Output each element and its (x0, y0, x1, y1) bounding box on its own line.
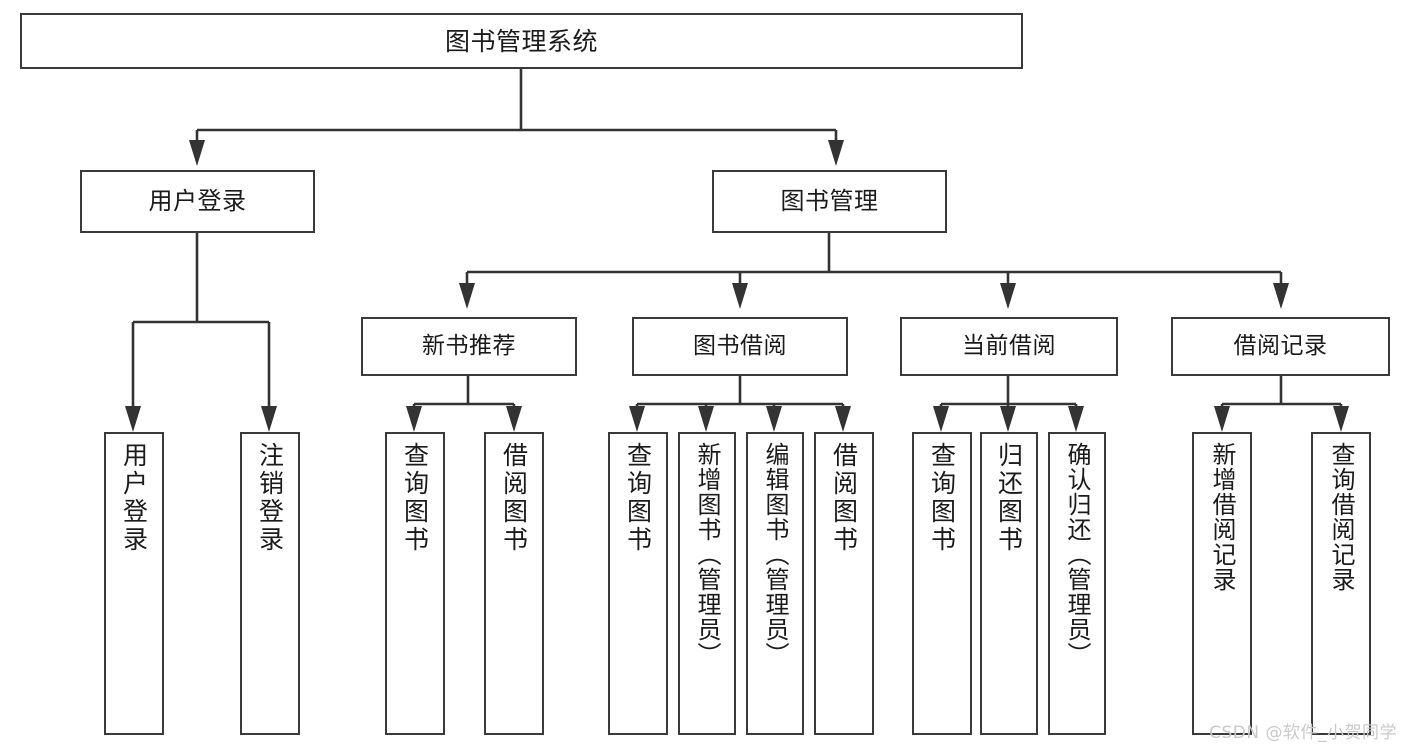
arrowhead-leaf12 (1214, 406, 1230, 432)
node-leaf-add-book-admin[interactable]: 新增图书（管理员） (678, 432, 736, 735)
node-leaf-edit-book-admin[interactable]: 编辑图书（管理员） (746, 432, 804, 735)
arrowhead-leaf13 (1333, 406, 1349, 432)
node-leaf-add-book-admin-label: 新增图书（管理员） (693, 442, 721, 667)
node-leaf-borrow-book-1[interactable]: 借阅图书 (484, 432, 544, 735)
node-root[interactable]: 图书管理系统 (20, 13, 1023, 69)
arrowhead-login (189, 140, 205, 166)
node-leaf-return-book[interactable]: 归还图书 (980, 432, 1038, 735)
node-leaf-user-login[interactable]: 用户登录 (104, 432, 164, 735)
arrowhead-leaf4 (506, 406, 522, 432)
node-leaf-return-book-label: 归还图书 (994, 442, 1024, 554)
node-leaf-query-book-3-label: 查询图书 (927, 442, 957, 554)
node-new-book-recommend[interactable]: 新书推荐 (361, 317, 577, 376)
arrowhead-leaf3 (406, 406, 422, 432)
node-leaf-query-book-3[interactable]: 查询图书 (912, 432, 972, 735)
arrowhead-borrow (732, 283, 748, 309)
arrowhead-leaf11 (1068, 406, 1084, 432)
node-book-borrow-label: 图书借阅 (693, 333, 787, 360)
node-leaf-query-book-1-label: 查询图书 (400, 442, 430, 554)
node-leaf-query-borrow-record[interactable]: 查询借阅记录 (1311, 432, 1371, 735)
node-leaf-logout[interactable]: 注销登录 (240, 432, 300, 735)
node-leaf-borrow-book-2-label: 借阅图书 (829, 442, 859, 554)
node-leaf-query-book-1[interactable]: 查询图书 (385, 432, 445, 735)
node-leaf-add-borrow-record[interactable]: 新增借阅记录 (1192, 432, 1252, 735)
arrowhead-leaf5 (629, 406, 645, 432)
arrowhead-leaf8 (835, 406, 851, 432)
arrowhead-leaf9 (933, 406, 949, 432)
node-root-label: 图书管理系统 (444, 26, 598, 56)
arrowhead-leaf10 (1000, 406, 1016, 432)
node-user-login[interactable]: 用户登录 (80, 170, 315, 233)
node-book-management[interactable]: 图书管理 (712, 170, 947, 233)
node-leaf-confirm-return-admin-label: 确认归还（管理员） (1063, 442, 1091, 667)
arrowhead-current (1000, 283, 1016, 309)
node-leaf-user-login-label: 用户登录 (119, 442, 149, 554)
node-leaf-query-book-2-label: 查询图书 (623, 442, 653, 554)
node-leaf-query-book-2[interactable]: 查询图书 (608, 432, 668, 735)
node-leaf-borrow-book-1-label: 借阅图书 (499, 442, 529, 554)
node-new-book-recommend-label: 新书推荐 (422, 333, 516, 360)
arrowhead-leaf2 (261, 406, 277, 432)
node-book-management-label: 图书管理 (780, 186, 879, 215)
node-borrow-record[interactable]: 借阅记录 (1171, 317, 1390, 376)
arrowhead-leaf6 (698, 406, 714, 432)
node-current-borrow[interactable]: 当前借阅 (900, 317, 1118, 376)
arrowhead-leaf1 (125, 406, 141, 432)
node-leaf-logout-label: 注销登录 (255, 442, 285, 554)
arrowhead-bookmgr (828, 140, 844, 166)
node-user-login-label: 用户登录 (148, 186, 247, 215)
node-borrow-record-label: 借阅记录 (1233, 333, 1328, 360)
arrowhead-record (1273, 283, 1289, 309)
node-leaf-borrow-book-2[interactable]: 借阅图书 (814, 432, 874, 735)
arrowhead-leaf7 (766, 406, 782, 432)
node-book-borrow[interactable]: 图书借阅 (632, 317, 848, 376)
node-leaf-edit-book-admin-label: 编辑图书（管理员） (761, 442, 789, 667)
watermark: CSDN @软件_小贺同学 (1209, 723, 1397, 743)
node-leaf-query-borrow-record-label: 查询借阅记录 (1327, 442, 1355, 592)
node-leaf-add-borrow-record-label: 新增借阅记录 (1208, 442, 1236, 592)
arrowhead-newbook (459, 283, 475, 309)
node-current-borrow-label: 当前借阅 (962, 333, 1056, 360)
node-leaf-confirm-return-admin[interactable]: 确认归还（管理员） (1048, 432, 1106, 735)
